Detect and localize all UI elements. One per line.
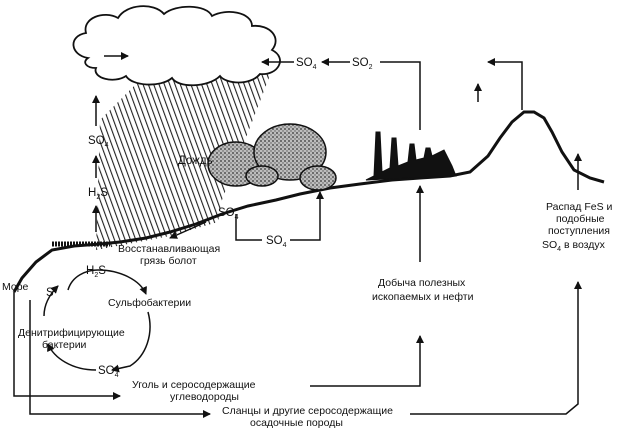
rain-to-swamp-arrow	[169, 221, 207, 239]
shale-label-2: осадочные породы	[250, 417, 343, 429]
rain-column	[96, 70, 272, 250]
s-label: S	[46, 287, 54, 299]
rain-label: Дождь	[178, 155, 213, 167]
mining-label-2: ископаемых и нефти	[372, 291, 474, 303]
shale-label-1: Сланцы и другие серосодержащие	[222, 405, 393, 417]
denitrifying-label-2: бактерии	[42, 339, 87, 351]
industry-to-cloud-line	[380, 61, 421, 130]
fes-label-4: SO4 в воздух	[542, 239, 606, 253]
coal-to-mining-line	[310, 335, 424, 387]
mountain-to-sky-line	[487, 58, 523, 110]
so4-loop-return	[290, 191, 324, 241]
shale-line	[29, 300, 211, 418]
denitrifying-label-1: Денитрифицирующие	[18, 327, 125, 339]
so4-loop-label: SO4	[266, 235, 287, 249]
cycle-arc-left	[43, 285, 59, 317]
fes-label-3: поступления	[548, 225, 610, 237]
factory-icon	[365, 131, 457, 181]
cloud	[72, 5, 281, 87]
rock-3	[299, 165, 337, 191]
swamp-label-1: Восстанавливающая	[118, 243, 220, 255]
fes-label-2: подобные	[556, 213, 605, 225]
fes-label-1: Распад FeS и	[546, 201, 612, 213]
rock-2	[253, 123, 327, 181]
cycle-arc-top	[67, 269, 147, 295]
so4-cycle-label: SO4	[98, 365, 119, 379]
coal-label-1: Уголь и серосодержащие	[132, 379, 256, 391]
cycle-arc-right	[111, 311, 151, 373]
coal-line	[13, 292, 121, 400]
h2s-column-label: H2S	[88, 187, 108, 201]
so4-loop-line	[235, 214, 262, 241]
sea-label: Море	[2, 281, 29, 293]
mining-label-1: Добыча полезных	[378, 277, 466, 289]
h2s-cycle-label: H2S	[86, 265, 106, 279]
swamp-label-2: грязь болот	[140, 255, 197, 267]
cycle-arc-bottom	[47, 343, 97, 371]
sulfobacteria-label: Сульфобактерии	[108, 297, 191, 309]
rock-4	[245, 165, 279, 187]
coal-label-2: углеводороды	[170, 391, 239, 403]
shale-to-fes-line	[410, 281, 582, 415]
so4-rock-label: SO4	[218, 207, 239, 221]
so2-label: SO2	[352, 57, 373, 71]
so4-column-label: SO4	[88, 135, 109, 149]
so4-cloud-label: SO4	[296, 57, 317, 71]
